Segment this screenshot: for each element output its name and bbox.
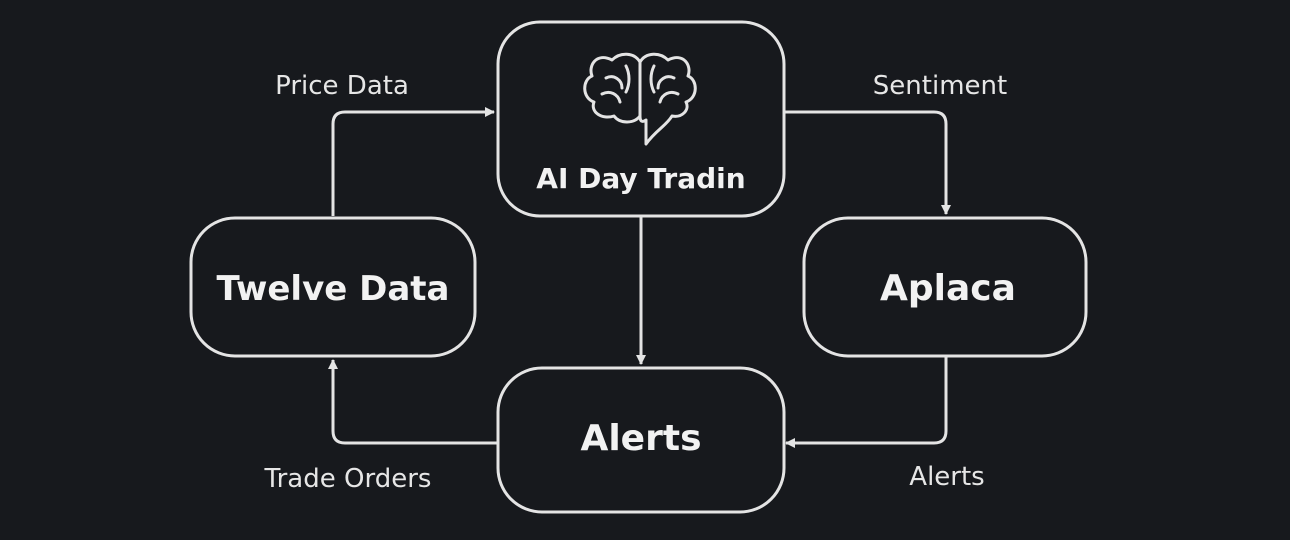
node-title-ai-day-trading: AI Day Tradin [536,162,745,195]
brain-icon [583,52,697,146]
edge-price-data [331,107,495,216]
node-aplaca: Aplaca [802,216,1088,358]
edge-alerts [785,356,948,448]
node-title-aplaca: Aplaca [880,268,1016,309]
node-title-alerts: Alerts [580,418,701,459]
node-twelve-data: Twelve Data [189,216,477,358]
node-alerts: Alerts [496,366,786,514]
edge-label-price-data: Price Data [275,71,409,101]
edge-trade-orders [328,359,498,445]
node-ai-day-trading: AI Day Tradin [496,20,786,218]
edge-label-sentiment: Sentiment [873,71,1007,101]
edge-sentiment [784,110,951,215]
node-title-twelve-data: Twelve Data [216,269,449,309]
edge-label-trade-orders: Trade Orders [264,464,432,494]
edge-label-alerts: Alerts [909,462,984,492]
